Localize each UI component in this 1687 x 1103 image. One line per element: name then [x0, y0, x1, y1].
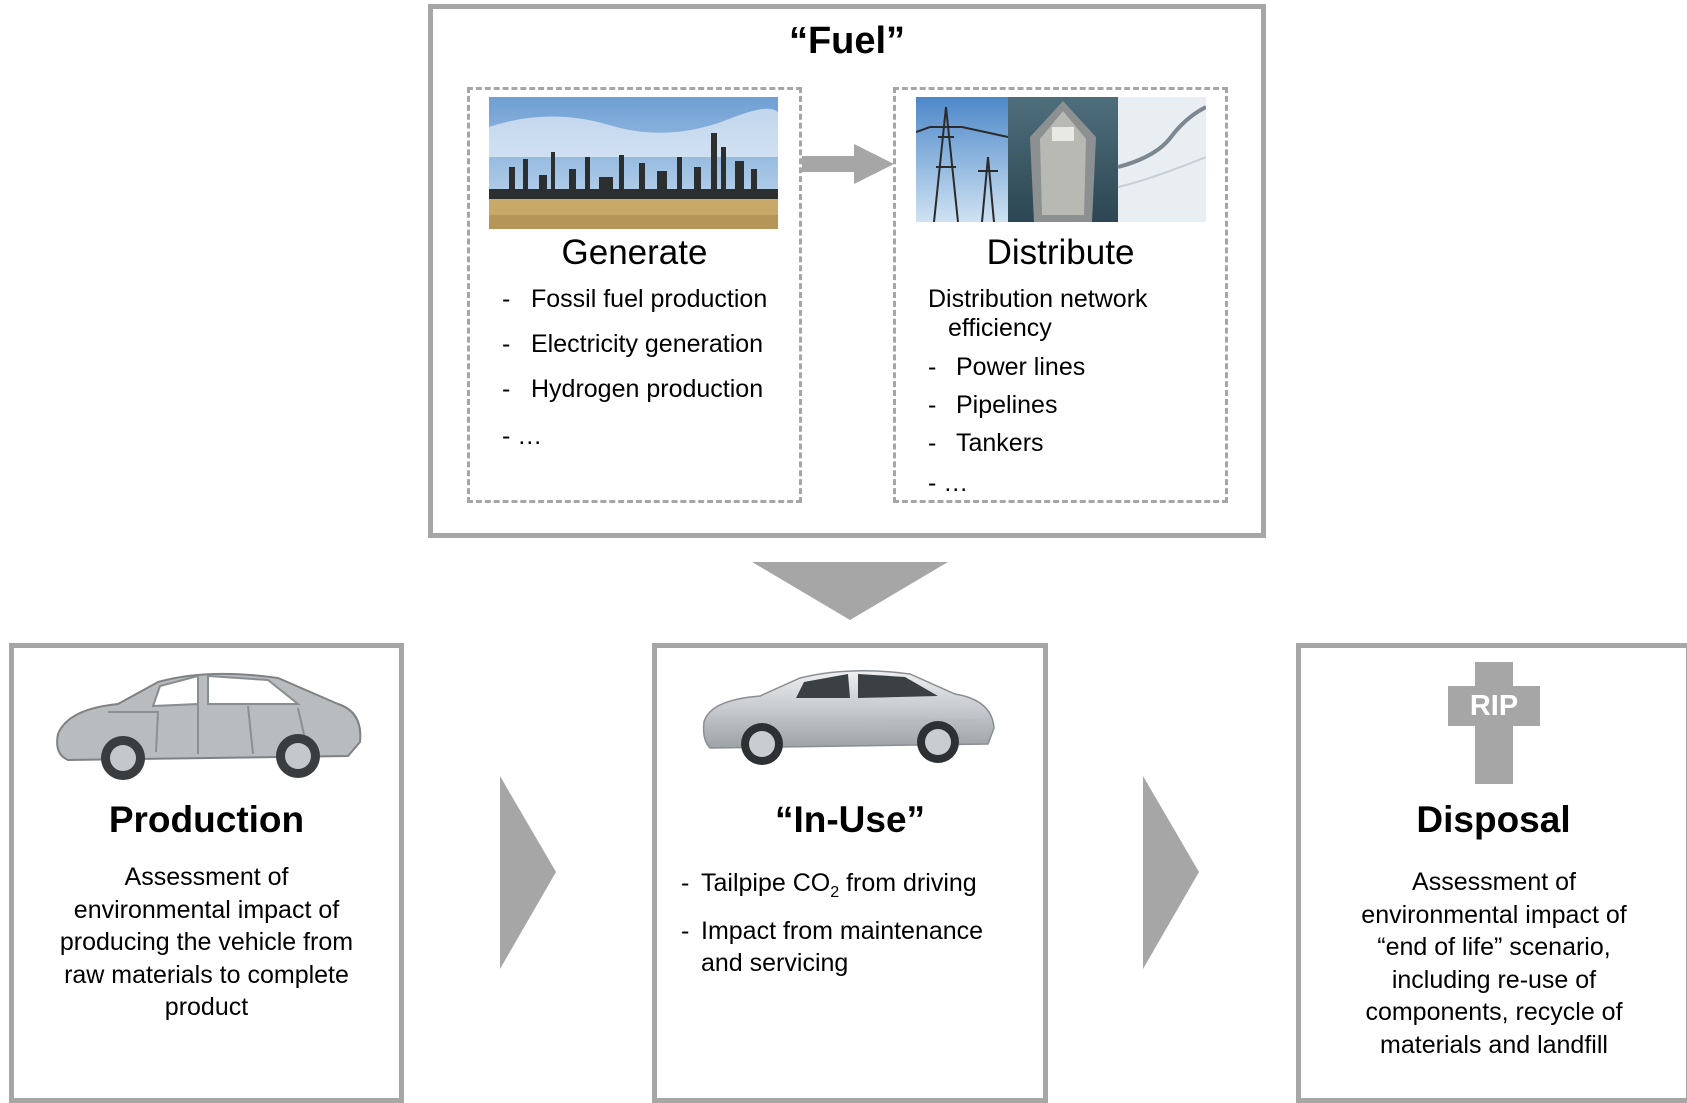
gravestone-cross-icon: RIP — [1448, 662, 1540, 784]
disposal-title: Disposal — [1416, 799, 1571, 840]
list-item: -Tankers — [928, 429, 1044, 457]
tailpipe-subscript: 2 — [830, 884, 840, 901]
list-item-text: Hydrogen production — [531, 375, 764, 403]
disposal-description: Assessment of environmental impact of “e… — [1361, 868, 1627, 1059]
fuel-title: “Fuel” — [788, 20, 906, 62]
generate-list: -Fossil fuel production -Electricity gen… — [502, 284, 802, 464]
tailpipe-text: Tailpipe CO — [701, 869, 831, 897]
generate-box — [467, 87, 802, 503]
distribute-intro-line2: efficiency — [948, 314, 1052, 342]
down-arrow — [752, 562, 948, 620]
distribute-list: Distribution network efficiency -Power l… — [928, 284, 1228, 504]
distribute-intro-line1: Distribution network — [928, 285, 1148, 313]
list-item-more: - … — [502, 422, 543, 450]
rip-text: RIP — [1469, 690, 1519, 722]
list-item: -Fossil fuel production — [502, 285, 768, 313]
list-item-text: Fossil fuel production — [531, 285, 768, 313]
car-image — [702, 670, 995, 765]
tailpipe-suffix: from driving — [839, 869, 977, 897]
list-item-text: Pipelines — [956, 391, 1058, 419]
distribute-box — [893, 87, 1228, 503]
list-item-text: Impact from maintenance and servicing — [701, 917, 984, 977]
list-item-text: Power lines — [956, 353, 1086, 381]
inuse-to-disposal-arrow — [1143, 776, 1199, 969]
generate-title: Generate — [561, 233, 708, 272]
list-item: -Power lines — [928, 353, 1086, 381]
distribute-title: Distribute — [986, 233, 1135, 272]
list-item-text: Tankers — [956, 429, 1044, 457]
production-to-inuse-arrow — [500, 776, 556, 969]
list-item: -Electricity generation — [502, 330, 764, 358]
in-use-list: - Tailpipe CO2 from driving - Impact fro… — [681, 867, 1021, 987]
distribution-collage-image — [916, 97, 1206, 222]
generate-to-distribute-arrow — [802, 144, 894, 184]
list-item-text: Electricity generation — [531, 330, 764, 358]
production-title: Production — [108, 799, 305, 840]
car-body-frame-image — [56, 672, 362, 780]
production-description: Assessment of environmental impact of pr… — [59, 863, 354, 1021]
list-item: -Pipelines — [928, 391, 1058, 419]
in-use-title: “In-Use” — [774, 799, 926, 840]
list-item: -Hydrogen production — [502, 375, 764, 403]
refinery-image — [489, 97, 778, 229]
fuel-container — [428, 4, 1266, 538]
list-item-more: - … — [928, 469, 969, 497]
